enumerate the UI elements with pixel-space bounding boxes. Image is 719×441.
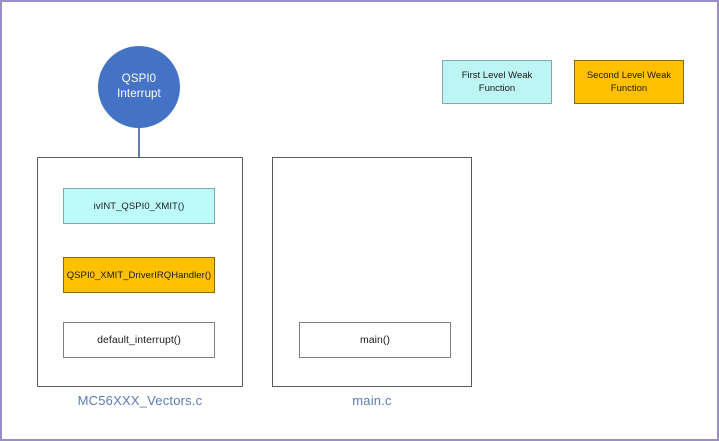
legend-label-line-1: First Level Weak: [461, 70, 533, 81]
interrupt-source-line-2: Interrupt: [117, 88, 161, 100]
legend-label-line-1: Second Level Weak: [586, 70, 672, 81]
function-box-label: default_interrupt(): [97, 334, 181, 346]
legend-label-line-2: Function: [478, 83, 516, 94]
interrupt-source-line-1: QSPI0: [121, 73, 157, 85]
file-label-vectors: MC56XXX_Vectors.c: [77, 393, 203, 408]
legend-label-line-2: Function: [610, 83, 648, 94]
function-box-default-interrupt[interactable]: default_interrupt(): [63, 322, 215, 358]
function-box-ivint-qspi0-xmit[interactable]: ivINT_QSPI0_XMIT(): [63, 188, 215, 224]
interrupt-source-node: QSPI0 Interrupt: [98, 46, 180, 128]
file-label-main: main.c: [352, 393, 392, 408]
legend-second-level-weak-function: Second Level Weak Function: [574, 60, 684, 104]
legend-first-level-weak-function: First Level Weak Function: [442, 60, 552, 104]
function-box-label: ivINT_QSPI0_XMIT(): [93, 200, 185, 212]
function-box-label: QSPI0_XMIT_DriverIRQHandler(): [66, 269, 212, 281]
function-box-main[interactable]: main(): [299, 322, 451, 358]
function-box-label: main(): [359, 334, 391, 346]
function-box-qspi0-xmit-driverirqhandler[interactable]: QSPI0_XMIT_DriverIRQHandler(): [63, 257, 215, 293]
